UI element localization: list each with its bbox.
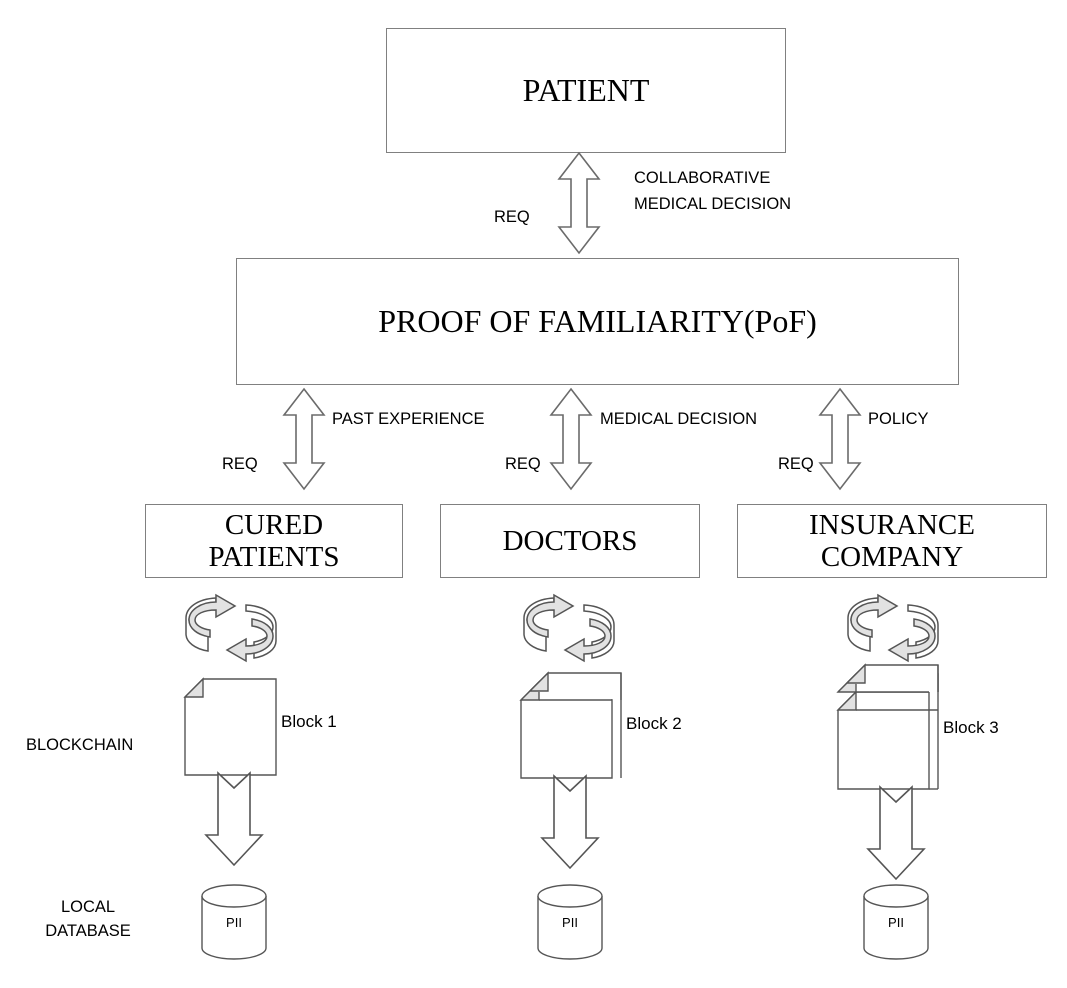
block-label-3: Block 3: [943, 718, 999, 737]
node-cured-patients[interactable]: CURED PATIENTS: [145, 504, 403, 578]
node-pof-label: PROOF OF FAMILIARITY(PoF): [378, 302, 817, 339]
node-doctors-label: DOCTORS: [502, 524, 638, 557]
database-label-3: PII: [888, 915, 904, 930]
connector-pof-doctors-right-label: MEDICAL DECISION: [600, 410, 758, 428]
document-stack-icon-block3: [836, 663, 939, 790]
connector-pof-cured-req-label: REQ: [222, 455, 258, 473]
cycle-arrows-icon-insurer: [847, 594, 939, 662]
row-label-blockchain: BLOCKCHAIN: [26, 736, 134, 754]
connector-pof-insurer-req-label: REQ: [778, 455, 814, 473]
connector-pof-doctors-arrow: [550, 388, 592, 490]
down-block-arrow-icon-2: [541, 775, 599, 869]
connector-pof-cured-arrow: [283, 388, 325, 490]
database-label-1: PII: [226, 915, 242, 930]
connector-patient-pof-arrow: [558, 152, 600, 254]
document-stack-icon-block1: [183, 677, 277, 776]
connector-pof-cured-right-label: PAST EXPERIENCE: [332, 410, 485, 428]
node-insurance-company[interactable]: INSURANCE COMPANY: [737, 504, 1047, 578]
connector-pof-doctors-req-label: REQ: [505, 455, 541, 473]
node-proof-of-familiarity[interactable]: PROOF OF FAMILIARITY(PoF): [236, 258, 959, 385]
connector-patient-pof-right-label: COLLABORATIVE MEDICAL DECISION: [634, 169, 792, 213]
cycle-arrows-icon-doctors: [523, 594, 615, 662]
node-cured-patients-label: CURED PATIENTS: [208, 508, 340, 573]
block-label-2: Block 2: [626, 714, 682, 733]
node-patient-label: PATIENT: [522, 71, 650, 108]
document-stack-icon-block2: [519, 671, 622, 779]
node-patient[interactable]: PATIENT: [386, 28, 786, 153]
row-label-local-database: LOCAL DATABASE: [45, 898, 131, 940]
cycle-arrows-icon-cured: [185, 594, 277, 662]
connector-pof-insurer-arrow: [819, 388, 861, 490]
down-block-arrow-icon-1: [205, 772, 263, 866]
block-label-1: Block 1: [281, 712, 337, 731]
database-label-2: PII: [562, 915, 578, 930]
down-block-arrow-icon-3: [867, 786, 925, 880]
node-insurance-company-label: INSURANCE COMPANY: [809, 508, 975, 573]
connector-patient-pof-req-label: REQ: [494, 208, 530, 226]
node-doctors[interactable]: DOCTORS: [440, 504, 700, 578]
connector-pof-insurer-right-label: POLICY: [868, 410, 929, 428]
